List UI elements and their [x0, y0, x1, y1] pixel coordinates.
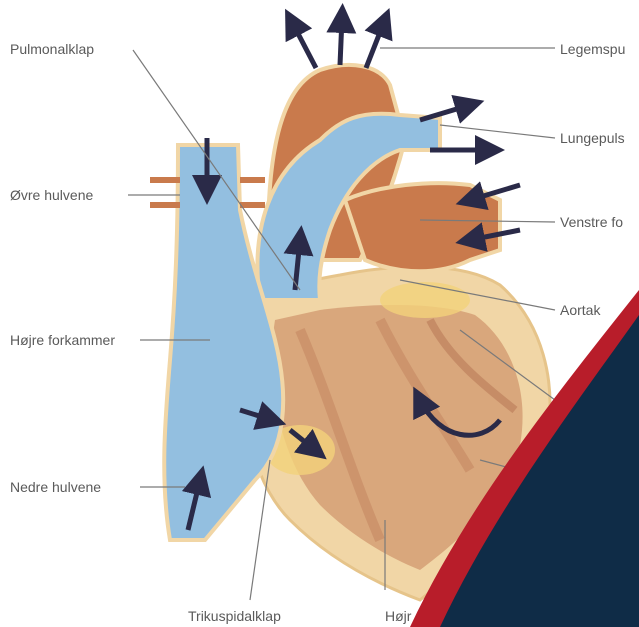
label-nedre-hulvene: Nedre hulvene [10, 479, 101, 495]
label-legemspulsaaren: Legemspu [560, 41, 625, 57]
label-aortaklap: Aortak [560, 302, 601, 318]
label-lungepulsaaren: Lungepuls [560, 130, 625, 146]
label-pulmonalklap: Pulmonalklap [10, 41, 94, 57]
label-trikuspidalklap: Trikuspidalklap [188, 608, 281, 624]
label-hojre-forkammer: Højre forkammer [10, 332, 115, 348]
label-venstre-forkammer: Venstre fo [560, 214, 623, 230]
label-hojre-kammer: Højr [385, 608, 412, 624]
label-ovre-hulvene: Øvre hulvene [10, 187, 93, 203]
